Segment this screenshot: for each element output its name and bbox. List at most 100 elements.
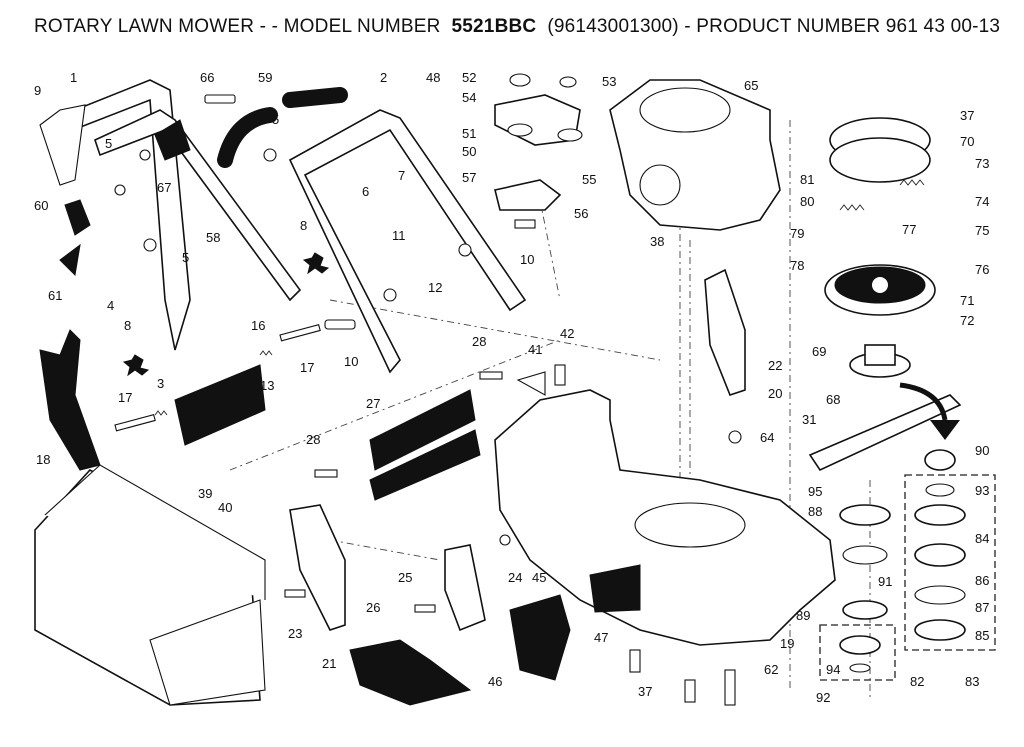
title-suffix: (96143001300) - PRODUCT NUMBER 961 43 00… xyxy=(547,16,1001,37)
label-31: 31 xyxy=(802,412,816,427)
springs-73-80 xyxy=(839,179,925,211)
wheel-bracket-21 xyxy=(289,504,346,631)
label-80: 80 xyxy=(800,194,814,209)
label-3: 3 xyxy=(157,376,164,391)
blade-31 xyxy=(808,394,962,472)
label-50: 50 xyxy=(462,144,476,159)
label-95: 95 xyxy=(808,484,822,499)
label-37a: 37 xyxy=(960,108,974,123)
label-91: 91 xyxy=(878,574,892,589)
label-73: 73 xyxy=(975,156,989,171)
brake-disc-71 xyxy=(824,264,936,316)
label-85: 85 xyxy=(975,628,989,643)
label-20: 20 xyxy=(768,386,782,401)
label-88: 88 xyxy=(808,504,822,519)
label-61: 61 xyxy=(48,288,62,303)
label-67: 67 xyxy=(157,180,171,195)
label-79: 79 xyxy=(790,226,804,241)
label-60: 60 xyxy=(34,198,48,213)
label-22: 22 xyxy=(768,358,782,373)
mulch-door-16 xyxy=(174,364,266,446)
label-86: 86 xyxy=(975,573,989,588)
label-6: 6 xyxy=(362,184,369,199)
throttle-bracket-54 xyxy=(494,73,583,211)
title-prefix: ROTARY LAWN MOWER - - MODEL NUMBER xyxy=(34,16,441,37)
label-10b: 10 xyxy=(520,252,534,267)
hardware-nuts xyxy=(114,148,742,546)
label-23: 23 xyxy=(288,626,302,641)
diagram-title: ROTARY LAWN MOWER - - MODEL NUMBER 5521B… xyxy=(34,16,1014,46)
label-24: 24 xyxy=(508,570,522,585)
label-48: 48 xyxy=(426,70,440,85)
label-45: 45 xyxy=(532,570,546,585)
label-52: 52 xyxy=(462,70,476,85)
label-2: 2 xyxy=(380,70,387,85)
label-92: 92 xyxy=(816,690,830,705)
label-27: 27 xyxy=(366,396,380,411)
label-46: 46 xyxy=(488,674,502,689)
label-7: 7 xyxy=(398,168,405,183)
label-76: 76 xyxy=(975,262,989,277)
label-66: 66 xyxy=(200,70,214,85)
label-93: 93 xyxy=(975,483,989,498)
kit-parts xyxy=(839,449,966,673)
label-94: 94 xyxy=(826,662,840,677)
label-9: 9 xyxy=(34,83,41,98)
cam-lever-67 xyxy=(154,119,191,161)
label-77: 77 xyxy=(902,222,916,237)
lower-parts xyxy=(284,219,736,706)
grass-catcher xyxy=(34,464,266,706)
label-89: 89 xyxy=(796,608,810,623)
label-4: 4 xyxy=(107,298,114,313)
label-37b: 37 xyxy=(638,684,652,699)
label-59: 59 xyxy=(258,70,272,85)
label-39: 39 xyxy=(198,486,212,501)
hinge-rod-27 xyxy=(369,389,481,501)
label-38: 38 xyxy=(650,234,664,249)
label-57: 57 xyxy=(462,170,476,185)
label-42: 42 xyxy=(560,326,574,341)
wheel-bracket-20 xyxy=(704,268,746,396)
label-17a: 17 xyxy=(118,390,132,405)
label-54: 54 xyxy=(462,90,476,105)
label-64: 64 xyxy=(760,430,774,445)
handle-upper xyxy=(288,109,527,374)
mower-deck-19 xyxy=(494,389,836,646)
label-75: 75 xyxy=(975,223,989,238)
label-8b: 8 xyxy=(124,318,131,333)
label-71: 71 xyxy=(960,293,974,308)
label-13: 13 xyxy=(260,378,274,393)
star-knob-8 xyxy=(122,252,330,377)
label-5c: 5 xyxy=(182,250,189,265)
label-1: 1 xyxy=(70,70,77,85)
blade-adapter-69 xyxy=(849,344,911,378)
label-78: 78 xyxy=(790,258,804,273)
label-8a: 8 xyxy=(300,218,307,233)
label-41: 41 xyxy=(528,342,542,357)
label-10a: 10 xyxy=(344,354,358,369)
label-26: 26 xyxy=(366,600,380,615)
label-81: 81 xyxy=(800,172,814,187)
label-16: 16 xyxy=(251,318,265,333)
label-65: 65 xyxy=(744,78,758,93)
label-74: 74 xyxy=(975,194,989,209)
label-28b: 28 xyxy=(306,432,320,447)
handle-lower xyxy=(48,79,302,351)
label-5a: 5 xyxy=(105,136,112,151)
label-40: 40 xyxy=(218,500,232,515)
label-84: 84 xyxy=(975,531,989,546)
label-51: 51 xyxy=(462,126,476,141)
label-17b: 17 xyxy=(300,360,314,375)
label-53: 53 xyxy=(602,74,616,89)
label-25: 25 xyxy=(398,570,412,585)
label-47: 47 xyxy=(594,630,608,645)
label-21: 21 xyxy=(322,656,336,671)
label-11: 11 xyxy=(392,228,406,243)
hose-59 xyxy=(217,87,348,168)
model-number: 5521BBC xyxy=(451,16,537,37)
label-55: 55 xyxy=(582,172,596,187)
label-12: 12 xyxy=(428,280,442,295)
label-90: 90 xyxy=(975,443,989,458)
label-68: 68 xyxy=(826,392,840,407)
